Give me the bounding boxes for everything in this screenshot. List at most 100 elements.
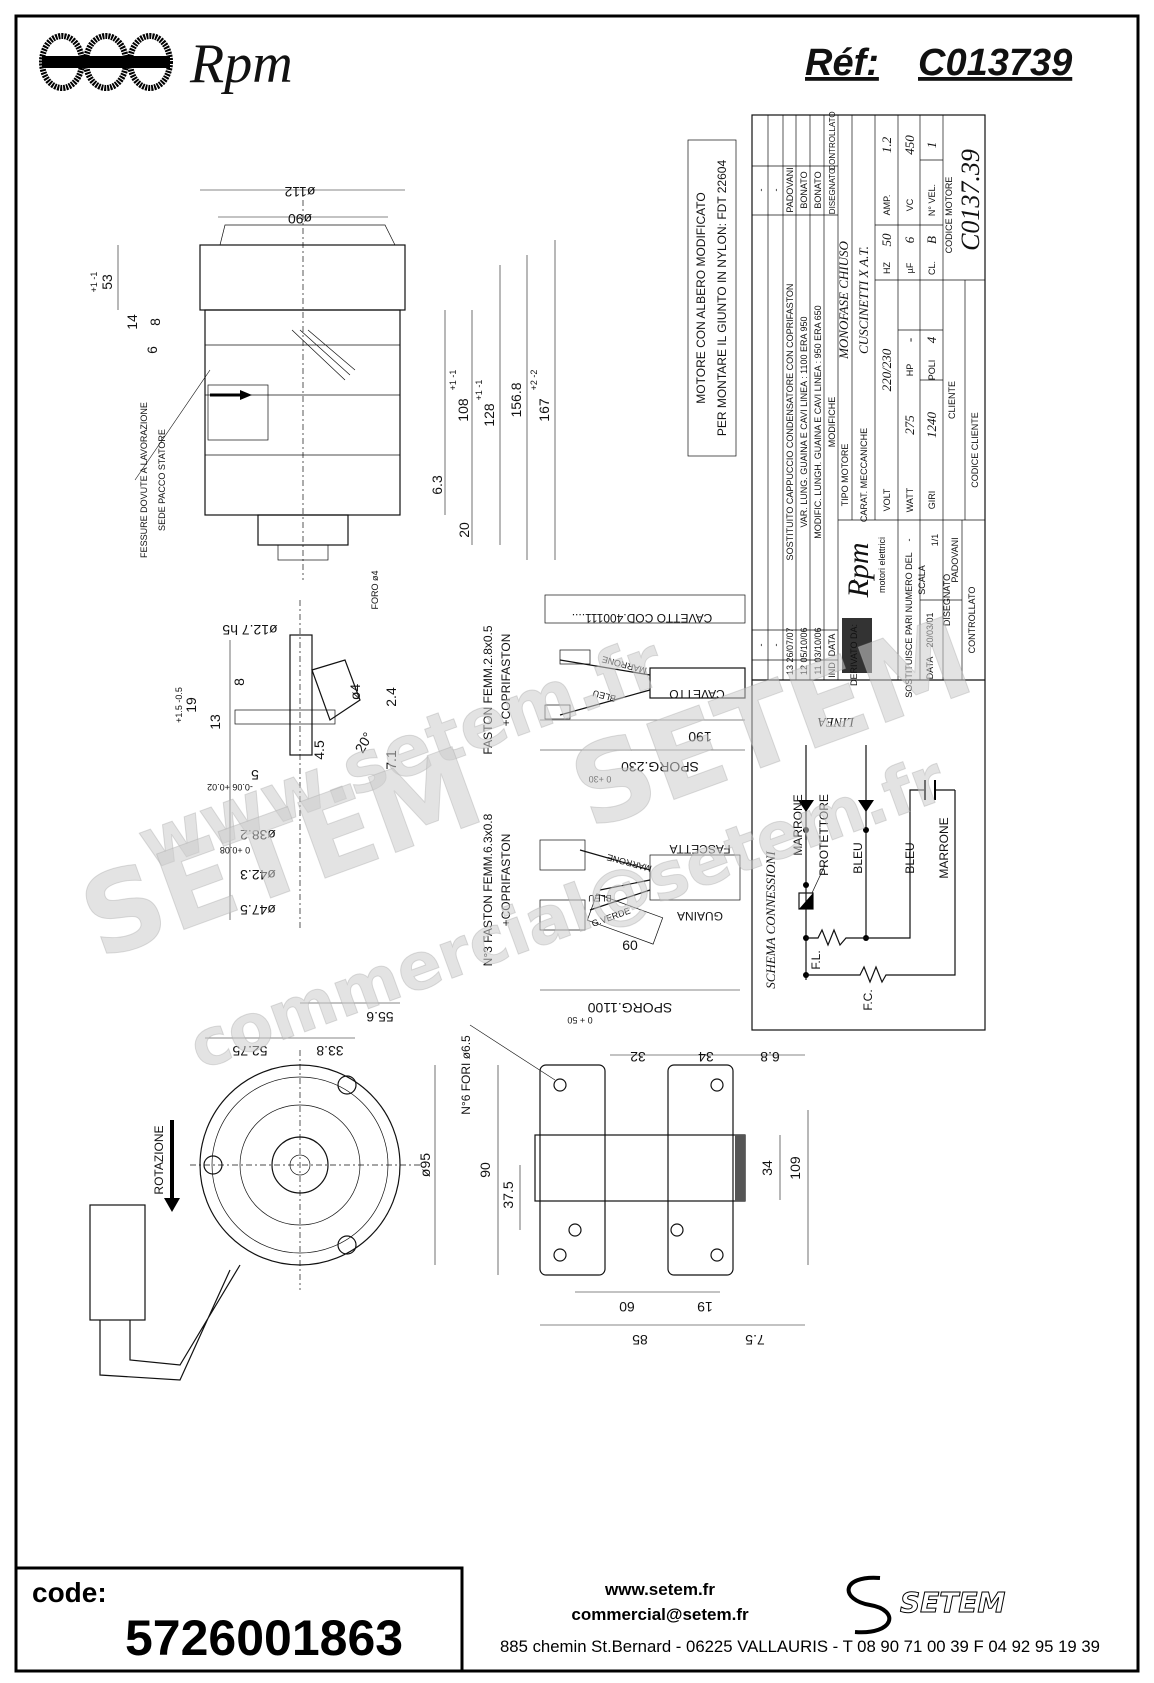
rev-ind: 11: [813, 665, 823, 674]
resistor-fl-icon: [806, 928, 866, 947]
blank-rev-dash: -: [756, 644, 766, 647]
volt-label: VOLT: [882, 488, 892, 511]
sporg-1100-tolerance: 0 + 50: [567, 1015, 592, 1025]
rpm-logo: Rpm: [39, 33, 293, 95]
side-view-dimensions: ø112 ø90 53 +1 -1 14 8 6 108 +1 -1 128 +…: [89, 184, 552, 610]
dim-s8: 8: [231, 678, 247, 686]
dim-s19: 19: [183, 697, 199, 713]
vc-label: VC: [905, 198, 915, 211]
carat-value: CUSCINETTI X A.T.: [856, 246, 871, 354]
front-view-dimensions: 55.6 52.75 33.8 ø95 ROTAZIONE: [152, 1009, 433, 1195]
motor-front-view: [89, 1002, 436, 1381]
dim-h14: 14: [124, 314, 140, 330]
cl-label: CL.: [927, 261, 937, 275]
carat-label: CARAT. MECCANICHE: [859, 428, 869, 522]
dim-s2-4: 2.4: [383, 687, 399, 707]
blank-rev-dash: -: [771, 189, 781, 192]
tipo-motore-label: TIPO MOTORE: [840, 444, 850, 507]
dim-h128-tolerance: +1 -1: [474, 380, 484, 401]
dim-s19-tolerance: +1.5 -0.5: [174, 687, 184, 723]
amp-label: AMP.: [882, 195, 892, 216]
rev-by: BONATO: [813, 171, 823, 208]
controllato-label: CONTROLLATO: [967, 587, 977, 654]
hz-value: 50: [879, 233, 894, 247]
fascetta-label: FASCETTA: [669, 842, 730, 856]
hdr-modifiche: MODIFICHE: [827, 397, 837, 448]
code-label: code:: [32, 1577, 107, 1608]
shaft-detail: [229, 600, 361, 930]
hdr-ind: IND: [827, 662, 837, 678]
sostituisce-label: SOSTITUISCE PARI NUMERO DEL: [904, 552, 914, 697]
dim-d112: ø112: [284, 184, 315, 200]
uf-value: 6: [902, 236, 917, 243]
hdr-controllato: CONTROLLATO: [828, 111, 837, 170]
schema-labels: SCHEMA CONNESSIONI LINEA MARRONE PROTETT…: [763, 715, 951, 1011]
cable-details: [539, 594, 746, 991]
dim-d12: ø12.7 h5: [222, 622, 277, 638]
disegnato-value: PADOVANI: [950, 537, 960, 582]
dim-s7-1: 7.1: [383, 750, 399, 770]
dim-s4-5: 4.5: [311, 740, 327, 760]
dim-19: 19: [697, 1299, 713, 1315]
schema-title: SCHEMA CONNESSIONI: [763, 851, 778, 989]
guaina-label: GUAINA: [677, 909, 723, 923]
dim-33-8: 33.8: [316, 1043, 343, 1059]
block-logo-text: Rpm: [842, 543, 875, 599]
rev-by: PADOVANI: [785, 167, 795, 212]
footer-website[interactable]: www.setem.fr: [604, 1580, 715, 1599]
dim-7-5: 7.5: [745, 1332, 765, 1348]
setem-logo-text: SETEM: [900, 1586, 1006, 1619]
footer-email[interactable]: commercial@setem.fr: [571, 1605, 749, 1624]
blank-rev-dash: -: [756, 189, 766, 192]
wiring-schema: [798, 745, 956, 984]
dim-s13: 13: [207, 714, 223, 730]
dim-h6-3: 6.3: [429, 475, 445, 495]
resistor-fc-icon: [806, 790, 956, 984]
dim-d90: ø90: [288, 211, 312, 227]
hp-label: HP: [905, 364, 915, 377]
tipo-motore-value: MONOFASE CHIUSO: [836, 240, 851, 359]
ref-label: Réf:: [805, 42, 879, 84]
nvel-value: 1: [924, 142, 939, 149]
rev-date: 26/07/07: [785, 627, 795, 662]
code-value: 5726001863: [125, 1610, 403, 1666]
setem-logo: SETEM: [846, 1575, 1006, 1635]
hp-value: -: [902, 338, 917, 342]
dim-6-8: 6.8: [760, 1049, 780, 1065]
cavetto-label: CAVETTO: [669, 687, 725, 701]
dim-h6: 6: [144, 346, 160, 354]
dim-h53: 53: [99, 274, 115, 290]
note-line-2: PER MONTARE IL GIUNTO IN NYLON: FDT 2260…: [715, 160, 729, 437]
rpm-coil-icon: [39, 33, 173, 91]
code-box: [14, 1566, 464, 1673]
dim-60-bracket: 60: [619, 1299, 635, 1315]
title-block-text: - - - - 13 26/07/07 SOSTITUITO CAPPUCCIO…: [756, 111, 985, 697]
dim-d38: ø38.2: [240, 827, 276, 843]
dim-h108-tolerance: +1 -1: [448, 370, 458, 391]
vc-value: 450: [902, 135, 917, 155]
dim-85: 85: [632, 1332, 648, 1348]
dim-52-75: 52.75: [232, 1043, 267, 1059]
dim-s5: 5: [251, 767, 259, 783]
scala-value: 1/1: [930, 534, 940, 547]
rotazione-label: ROTAZIONE: [152, 1125, 166, 1194]
dim-h53-tolerance: +1 -1: [89, 272, 99, 293]
linea-label: LINEA: [818, 715, 855, 730]
hz-label: HZ: [882, 262, 892, 274]
coprifaston-label: +COPRIFASTON: [499, 634, 513, 727]
rev-text: VAR. LUNG. GUAINA E CAVI LINEA : 1100 ER…: [799, 316, 809, 527]
dim-h167-tolerance: +2 -2: [529, 370, 539, 391]
dim-d42: ø42.3: [240, 867, 276, 883]
fessure-label-1: FESSURE DOVUTE A LAVORAZIONE: [139, 402, 149, 558]
fl-label: F.L.: [809, 950, 823, 969]
marrone-schema-label: MARRONE: [791, 794, 805, 855]
cliente-label: CLIENTE: [947, 381, 957, 419]
giri-label: GIRI: [927, 491, 937, 510]
protettore-label: PROTETTORE: [817, 794, 831, 876]
dim-109: 109: [787, 1156, 803, 1180]
bleu-label-2: BLEU: [588, 893, 612, 903]
codice-motore-value: C0137.39: [956, 149, 985, 251]
sporg-230-tolerance: 0 +30: [589, 774, 612, 784]
sporg-1100: SPORG.1100: [588, 1000, 673, 1016]
